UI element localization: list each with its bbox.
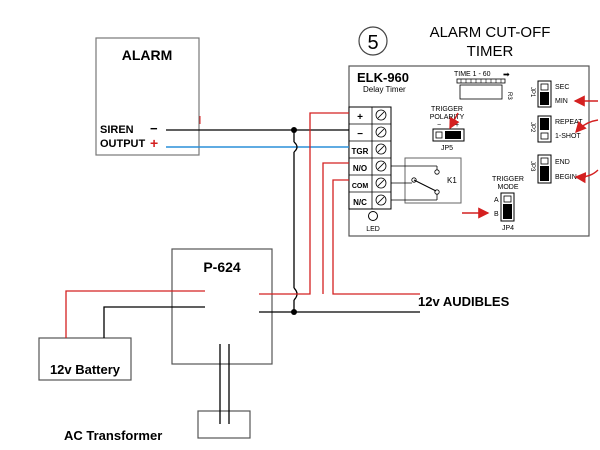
jp5-plus: + xyxy=(455,122,459,129)
jp2-bottom-label: 1-SHOT xyxy=(555,133,581,140)
wire-battery-positive xyxy=(65,290,205,338)
time-potentiometer xyxy=(459,84,503,100)
arrow-to-jp2-icon xyxy=(575,119,599,134)
jp4-a: A xyxy=(494,197,499,204)
terminal-screw-icons xyxy=(375,109,387,206)
siren-minus: − xyxy=(150,121,158,136)
jp1-bottom-label: MIN xyxy=(555,98,568,105)
led-label: LED xyxy=(366,226,380,233)
output-plus: + xyxy=(150,135,158,151)
jp1-top-label: SEC xyxy=(555,84,569,91)
trigger-polarity-line2: POLARITY xyxy=(430,114,465,121)
pot-label: R3 xyxy=(506,92,512,100)
led-icon xyxy=(368,211,378,221)
time-arrow-icon: ➡ xyxy=(503,70,510,79)
wire-battery-negative xyxy=(103,306,205,338)
time-range-label: TIME 1 - 60 xyxy=(454,71,491,78)
alarm-heading: ALARM xyxy=(122,47,173,63)
timer-model: ELK-960 xyxy=(357,70,409,85)
time-scale-icon xyxy=(456,78,506,84)
relay-label: K1 xyxy=(447,176,457,185)
wire-com-audibles xyxy=(332,179,420,295)
jp4-jumper xyxy=(500,192,515,222)
wires xyxy=(65,112,420,424)
battery-label: 12v Battery xyxy=(50,362,121,377)
terminal-tgr: TGR xyxy=(352,147,369,156)
output-label: OUTPUT xyxy=(100,138,146,150)
terminal-nc: N/C xyxy=(353,198,367,207)
jp3-bottom-label: BEGIN xyxy=(555,174,577,181)
step-number-circle xyxy=(358,26,388,56)
terminal-plus: + xyxy=(357,112,363,123)
step-number: 5 xyxy=(367,32,378,54)
wire-negative-hop-1 xyxy=(293,141,298,153)
wire-timer-positive xyxy=(259,112,349,295)
transformer-label: AC Transformer xyxy=(64,428,162,443)
jp3-jumper xyxy=(537,154,552,184)
battery-box xyxy=(38,337,132,381)
title-line-1: ALARM CUT-OFF xyxy=(430,24,551,41)
terminal-rows xyxy=(349,107,391,209)
relay-k1 xyxy=(391,157,462,204)
arrow-to-jp5-icon xyxy=(449,112,460,130)
title-line-2: TIMER xyxy=(467,43,514,60)
jp5-minus: − xyxy=(437,122,441,129)
jp5-label: JP5 xyxy=(441,145,453,152)
power-supply-label: P-624 xyxy=(203,259,241,275)
jp4-label: JP4 xyxy=(502,225,514,232)
terminal-no: N/O xyxy=(353,164,367,173)
trigger-polarity-line1: TRIGGER xyxy=(431,106,463,113)
jp1-label: JP1 xyxy=(529,87,535,98)
alarm-box xyxy=(95,37,200,156)
terminal-com: COM xyxy=(352,183,369,190)
timer-subtitle: Delay Timer xyxy=(363,85,406,94)
jp2-top-label: REPEAT xyxy=(555,119,583,126)
jp2-jumper xyxy=(537,115,552,143)
transformer-box xyxy=(197,410,251,439)
audibles-label: 12v AUDIBLES xyxy=(418,294,510,309)
jp3-top-label: END xyxy=(555,159,570,166)
arrow-to-jp3-icon xyxy=(574,169,599,184)
terminal-minus: − xyxy=(357,129,363,140)
jp1-jumper xyxy=(537,80,552,108)
trigger-mode-line2: MODE xyxy=(498,184,519,191)
red-arrow-icons xyxy=(449,95,599,219)
jp4-b: B xyxy=(494,211,499,218)
junction-dot-1 xyxy=(291,127,297,133)
jp3-label: JP3 xyxy=(529,161,535,172)
jp5-jumper xyxy=(432,128,465,142)
jp2-label: JP2 xyxy=(529,122,535,133)
siren-label: SIREN xyxy=(100,124,134,136)
wire-no xyxy=(322,162,349,294)
trigger-mode-line1: TRIGGER xyxy=(492,176,524,183)
